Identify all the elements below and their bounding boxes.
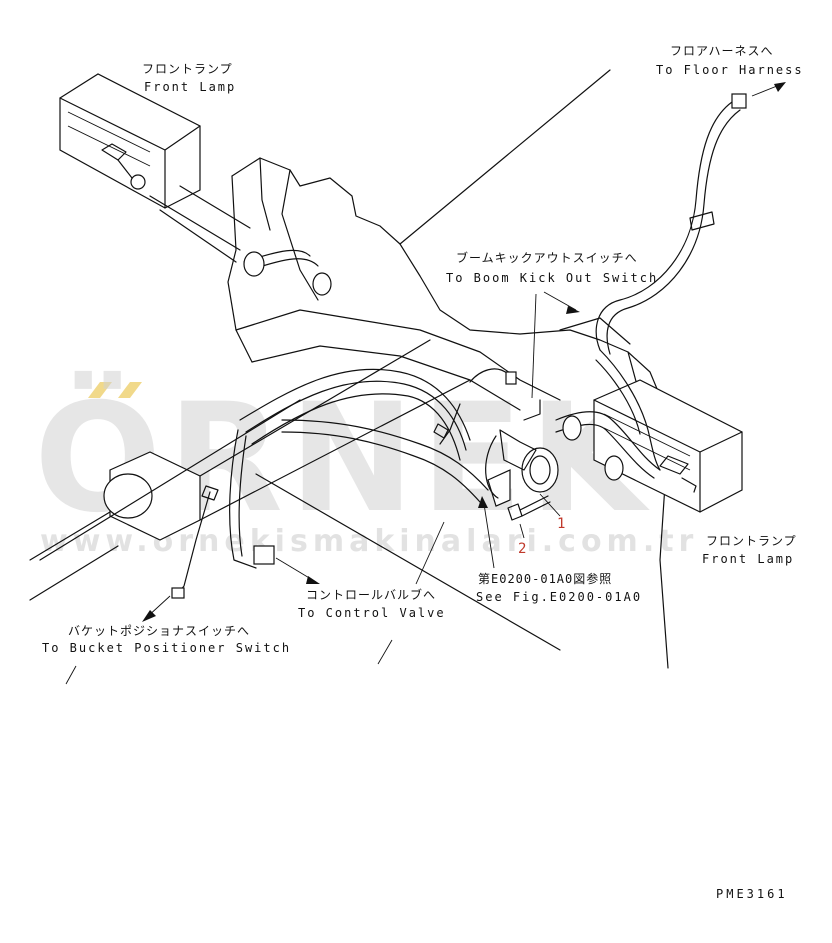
label-bucket-jp: バケットポジショナスイッチへ: [68, 624, 250, 638]
leader-lines: [65, 82, 786, 685]
drawing-code: PME3161: [716, 887, 788, 901]
front-lamp-right-housing: [593, 379, 743, 513]
line-art: [29, 69, 786, 685]
label-boom-kick-en: To Boom Kick Out Switch: [446, 271, 658, 285]
label-front-lamp-right-en: Front Lamp: [702, 552, 794, 566]
label-floor-harness-en: To Floor Harness: [656, 63, 804, 77]
label-floor-harness-jp: フロアハーネスへ: [670, 44, 774, 58]
watermark-accent-right: [118, 382, 142, 398]
annotations: フロントランプ Front Lamp フロアハーネスへ To Floor Har…: [42, 44, 804, 901]
label-control-valve-en: To Control Valve: [298, 606, 446, 620]
label-boom-kick-jp: ブームキックアウトスイッチへ: [456, 250, 638, 265]
label-front-lamp-left-jp: フロントランプ: [142, 62, 233, 76]
label-bucket-en: To Bucket Positioner Switch: [42, 641, 291, 655]
label-see-fig-jp: 第E0200-01A0図参照: [478, 571, 612, 586]
callout-part-2: 2: [518, 541, 526, 557]
watermark-accent-left: [88, 382, 112, 398]
callout-part-1: 1: [557, 516, 565, 532]
clamp-assembly: [485, 429, 559, 507]
label-see-fig-en: See Fig.E0200-01A0: [476, 590, 642, 604]
front-lamp-left-housing: [59, 73, 201, 209]
wire-harness-floor: [523, 93, 747, 481]
label-front-lamp-right-jp: フロントランプ: [706, 534, 797, 548]
wire-harness-main: [171, 249, 517, 599]
label-control-valve-jp: コントロールバルブへ: [306, 587, 436, 602]
label-front-lamp-left-en: Front Lamp: [144, 80, 236, 94]
